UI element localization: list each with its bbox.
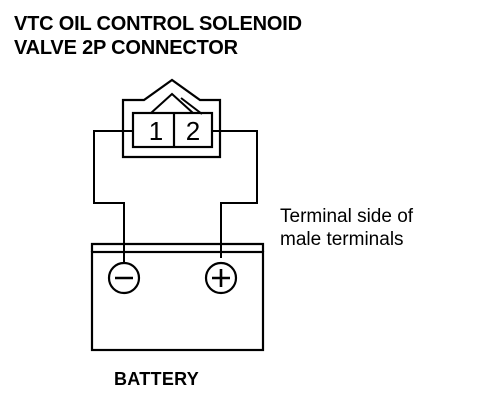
battery-label: BATTERY (114, 369, 200, 389)
connector-pin-2-label: 2 (186, 116, 200, 146)
connector-outer-shell (121, 78, 222, 159)
terminal-side-note: Terminal side of male terminals (280, 205, 413, 251)
minus-icon (107, 244, 141, 295)
diagram-title: VTC OIL CONTROL SOLENOID VALVE 2P CONNEC… (14, 12, 302, 60)
battery-case-body (90, 250, 265, 352)
connector-2p (121, 78, 222, 159)
connector-latch-inner (150, 92, 194, 114)
title-line-2: VALVE 2P CONNECTOR (14, 37, 238, 59)
note-line-2: male terminals (280, 229, 404, 250)
note-line-1: Terminal side of (280, 206, 414, 227)
battery-case-top (90, 242, 265, 252)
wire-pin1-to-negative (93, 130, 133, 246)
connector-pin-1-label: 1 (149, 116, 163, 146)
connector-latch-right-leg (180, 97, 203, 115)
title-line-1: VTC OIL CONTROL SOLENOID (14, 13, 302, 35)
plus-icon (204, 261, 238, 295)
battery (90, 242, 265, 352)
wire-pin2-to-positive (212, 130, 258, 258)
